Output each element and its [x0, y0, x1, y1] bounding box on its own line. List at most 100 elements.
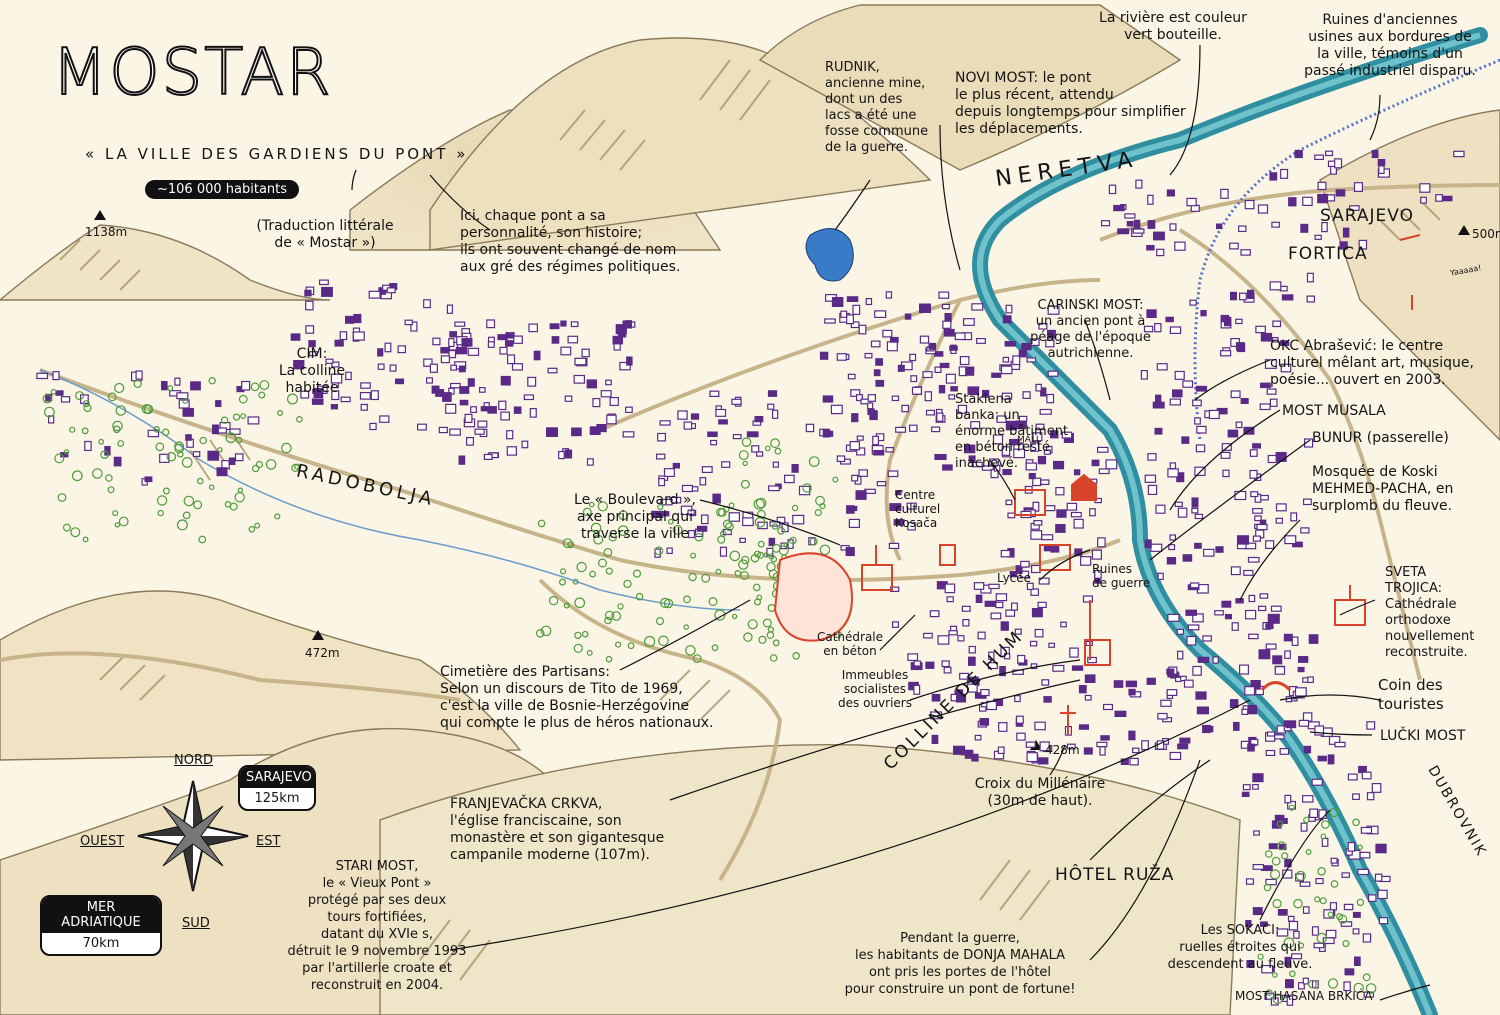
tree-mark: [235, 436, 243, 444]
house-mark: [461, 338, 473, 347]
house-mark: [1290, 953, 1303, 960]
house-mark: [1169, 534, 1176, 541]
house-mark: [1361, 771, 1372, 780]
house-mark: [893, 519, 905, 526]
house-mark: [655, 453, 666, 460]
tree-mark: [250, 382, 260, 392]
house-mark: [1257, 605, 1267, 612]
tourist-corner-annotation: Coin des touristes: [1378, 676, 1444, 713]
house-mark: [474, 428, 485, 435]
house-mark: [161, 381, 168, 391]
house-mark: [688, 529, 696, 539]
house-mark: [1219, 350, 1232, 357]
house-mark: [1249, 449, 1258, 457]
tree-mark: [548, 595, 559, 606]
tree-mark: [1319, 897, 1327, 905]
tree-mark: [659, 597, 671, 609]
house-mark: [897, 364, 905, 372]
tree-mark: [792, 651, 801, 660]
house-mark: [1297, 666, 1305, 673]
house-mark: [1087, 656, 1097, 664]
house-mark: [1060, 621, 1067, 628]
house-mark: [1284, 650, 1291, 659]
tree-mark: [1362, 973, 1371, 982]
tree-mark: [1269, 869, 1281, 880]
house-mark: [1070, 511, 1082, 518]
tree-mark: [238, 394, 248, 404]
house-mark: [305, 325, 315, 334]
house-mark: [988, 651, 995, 661]
house-mark: [1274, 666, 1286, 675]
peak-1138-marker: [94, 210, 106, 220]
house-mark: [907, 653, 919, 662]
house-mark: [1250, 679, 1261, 690]
house-mark: [1256, 523, 1268, 531]
house-mark: [731, 398, 742, 405]
house-mark: [622, 431, 635, 438]
house-mark: [1195, 691, 1207, 700]
tree-mark: [731, 613, 738, 620]
house-mark: [1045, 339, 1055, 348]
house-mark: [700, 514, 709, 525]
house-mark: [1377, 889, 1388, 900]
house-mark: [1154, 323, 1162, 333]
lycee-building: [1039, 544, 1071, 571]
donja-mahala-annotation: Pendant la guerre, les habitants de DONJ…: [844, 931, 1076, 997]
peak-500-marker: [1458, 225, 1470, 235]
house-mark: [1267, 613, 1280, 624]
house-mark: [1200, 310, 1207, 317]
house-mark: [1230, 566, 1241, 576]
house-mark: [321, 286, 333, 297]
franciscan-church-annotation: FRANJEVAČKA CRKVA, l'église franciscaine…: [450, 796, 665, 863]
house-mark: [1300, 527, 1310, 534]
house-mark: [1189, 299, 1197, 306]
koski-mosque-annotation: Mosquée de Koski MEHMED-PACHA, en surplo…: [1312, 464, 1454, 514]
house-mark: [659, 420, 671, 426]
house-mark: [1197, 656, 1210, 663]
house-mark: [830, 404, 843, 415]
house-mark: [1202, 548, 1215, 557]
house-mark: [1374, 873, 1383, 882]
house-mark: [1235, 421, 1243, 429]
house-mark: [1129, 757, 1139, 766]
house-mark: [52, 371, 60, 381]
house-mark: [1232, 721, 1240, 731]
house-mark: [836, 353, 847, 361]
house-mark: [1043, 449, 1051, 455]
rudnik-annotation: RUDNIK, ancienne mine, dont un des lacs …: [825, 60, 929, 155]
house-mark: [865, 298, 873, 306]
tree-mark: [762, 618, 772, 628]
house-mark: [1366, 792, 1375, 801]
tree-mark: [112, 420, 123, 432]
house-mark: [663, 468, 675, 478]
house-mark: [856, 435, 864, 441]
house-mark: [934, 366, 942, 374]
house-mark: [304, 289, 312, 297]
house-mark: [1342, 227, 1350, 238]
house-mark: [507, 354, 516, 365]
house-mark: [345, 371, 352, 381]
house-mark: [948, 630, 958, 636]
house-mark: [1004, 341, 1017, 347]
hills-layer: [0, 4, 1500, 1015]
house-mark: [836, 455, 846, 463]
house-mark: [672, 462, 680, 469]
tree-mark: [643, 635, 656, 648]
house-mark: [505, 340, 514, 347]
house-mark: [864, 352, 873, 359]
tree-mark: [750, 553, 760, 563]
house-mark: [1330, 857, 1338, 864]
house-mark: [822, 395, 834, 403]
house-mark: [949, 345, 958, 351]
house-mark: [1276, 928, 1289, 937]
house-mark: [928, 342, 937, 350]
house-mark: [999, 665, 1006, 677]
house-mark: [1052, 664, 1065, 672]
house-mark: [1167, 468, 1179, 478]
house-mark: [852, 304, 861, 315]
house-mark: [528, 323, 538, 333]
house-mark: [710, 439, 718, 446]
house-mark: [943, 666, 952, 674]
house-mark: [875, 358, 883, 366]
house-mark: [1264, 359, 1277, 369]
